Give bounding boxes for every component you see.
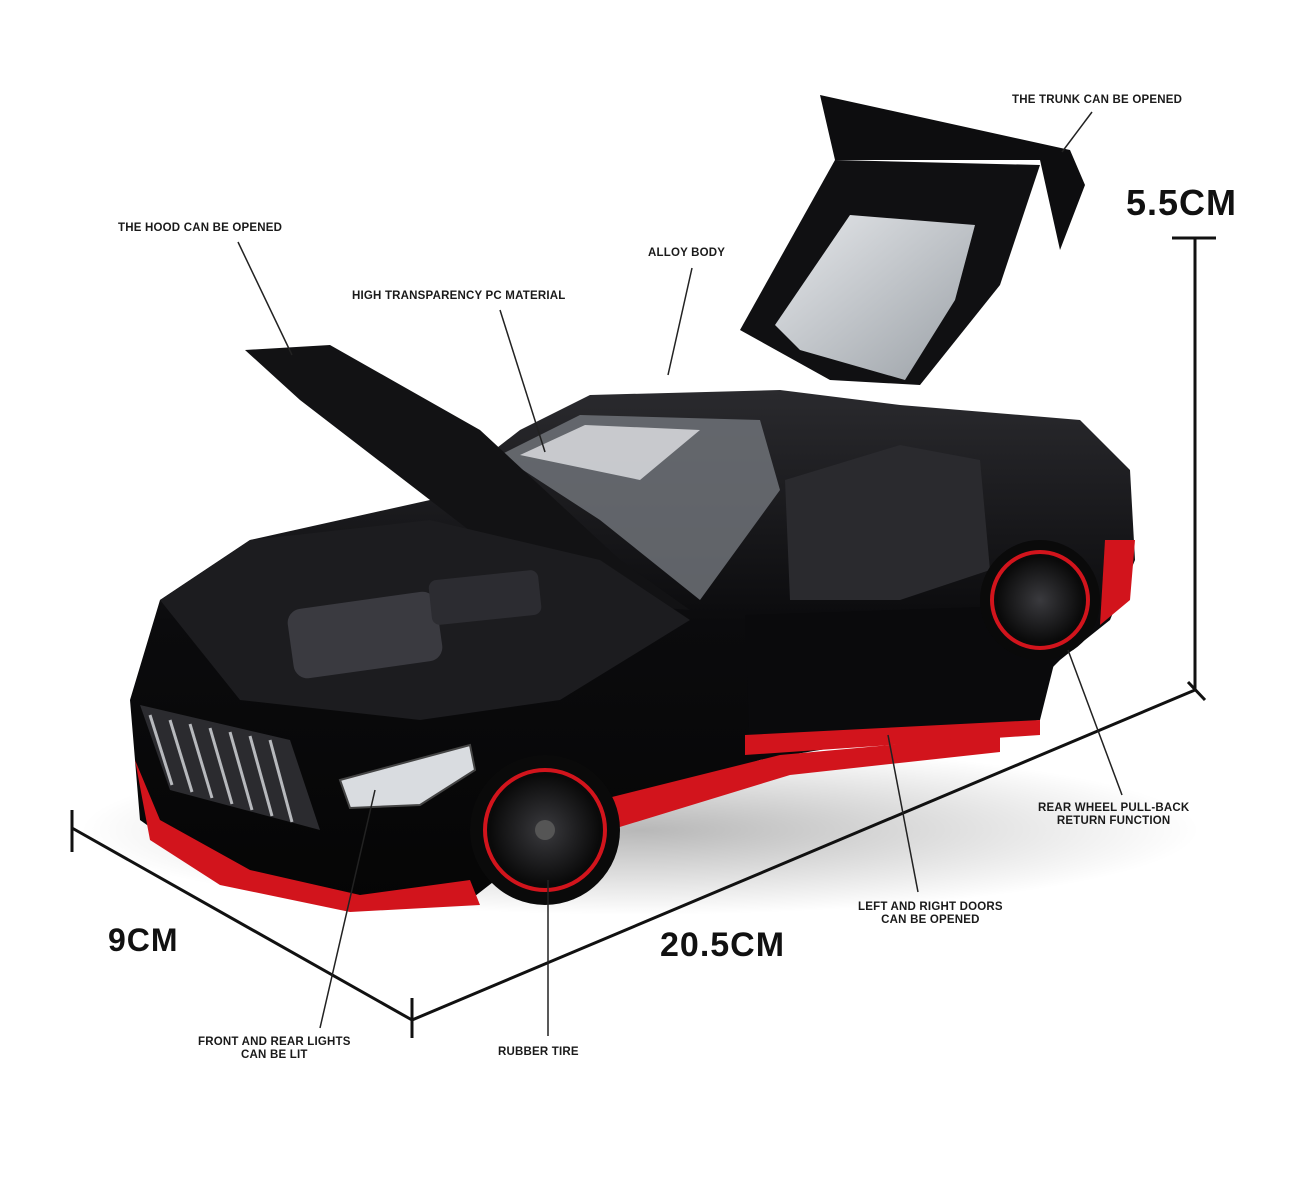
grille-slats	[148, 714, 294, 823]
callout-alloy-body: ALLOY BODY	[648, 247, 725, 260]
callout-tire: RUBBER TIRE	[498, 1046, 579, 1059]
dimension-width: 9CM	[108, 922, 179, 958]
callout-hood: THE HOOD CAN BE OPENED	[118, 222, 282, 235]
callout-doors: LEFT AND RIGHT DOORS CAN BE OPENED	[858, 901, 1003, 927]
door-stripe	[745, 720, 1040, 755]
hood	[245, 345, 690, 610]
side-skirt	[600, 735, 1000, 830]
callout-tire-text: RUBBER TIRE	[498, 1046, 579, 1058]
windshield-glare	[520, 425, 700, 480]
callout-trunk: THE TRUNK CAN BE OPENED	[1012, 94, 1182, 107]
open-door	[745, 605, 1060, 755]
callout-lights-line2: CAN BE LIT	[241, 1049, 308, 1061]
callout-rear-wheel: REAR WHEEL PULL-BACK RETURN FUNCTION	[1038, 802, 1189, 828]
callout-trunk-text: THE TRUNK CAN BE OPENED	[1012, 94, 1183, 106]
rear-skirt	[1100, 540, 1135, 625]
front-wheel	[470, 755, 620, 905]
rear-wheel	[980, 540, 1100, 660]
callout-pc-material: HIGH TRANSPARENCY PC MATERIAL	[352, 290, 565, 303]
leader-lines	[237, 111, 1123, 1036]
callout-hood-text: THE HOOD CAN BE OPENED	[118, 222, 283, 234]
air-filter	[428, 570, 542, 625]
callout-rear-wheel-line2: RETURN FUNCTION	[1056, 815, 1171, 827]
callout-doors-line1: LEFT AND RIGHT DOORS	[858, 901, 1003, 913]
callout-pc-material-text: HIGH TRANSPARENCY PC MATERIAL	[352, 290, 566, 302]
door-opening	[785, 445, 990, 600]
callout-alloy-body-text: ALLOY BODY	[648, 247, 726, 259]
dimension-lines	[70, 236, 1216, 1038]
front-grille	[140, 705, 320, 830]
rear-spoiler	[820, 95, 1085, 250]
callout-rear-wheel-line1: REAR WHEEL PULL-BACK	[1038, 802, 1190, 814]
rear-window	[775, 215, 975, 380]
callout-lights: FRONT AND REAR LIGHTS CAN BE LIT	[198, 1036, 351, 1062]
engine-cover	[287, 591, 443, 679]
dimension-height: 5.5CM	[1126, 182, 1238, 223]
callout-lights-line1: FRONT AND REAR LIGHTS	[198, 1036, 351, 1048]
front-splitter	[135, 760, 480, 912]
callout-doors-line2: CAN BE OPENED	[881, 914, 980, 926]
dimension-length: 20.5CM	[660, 926, 786, 964]
